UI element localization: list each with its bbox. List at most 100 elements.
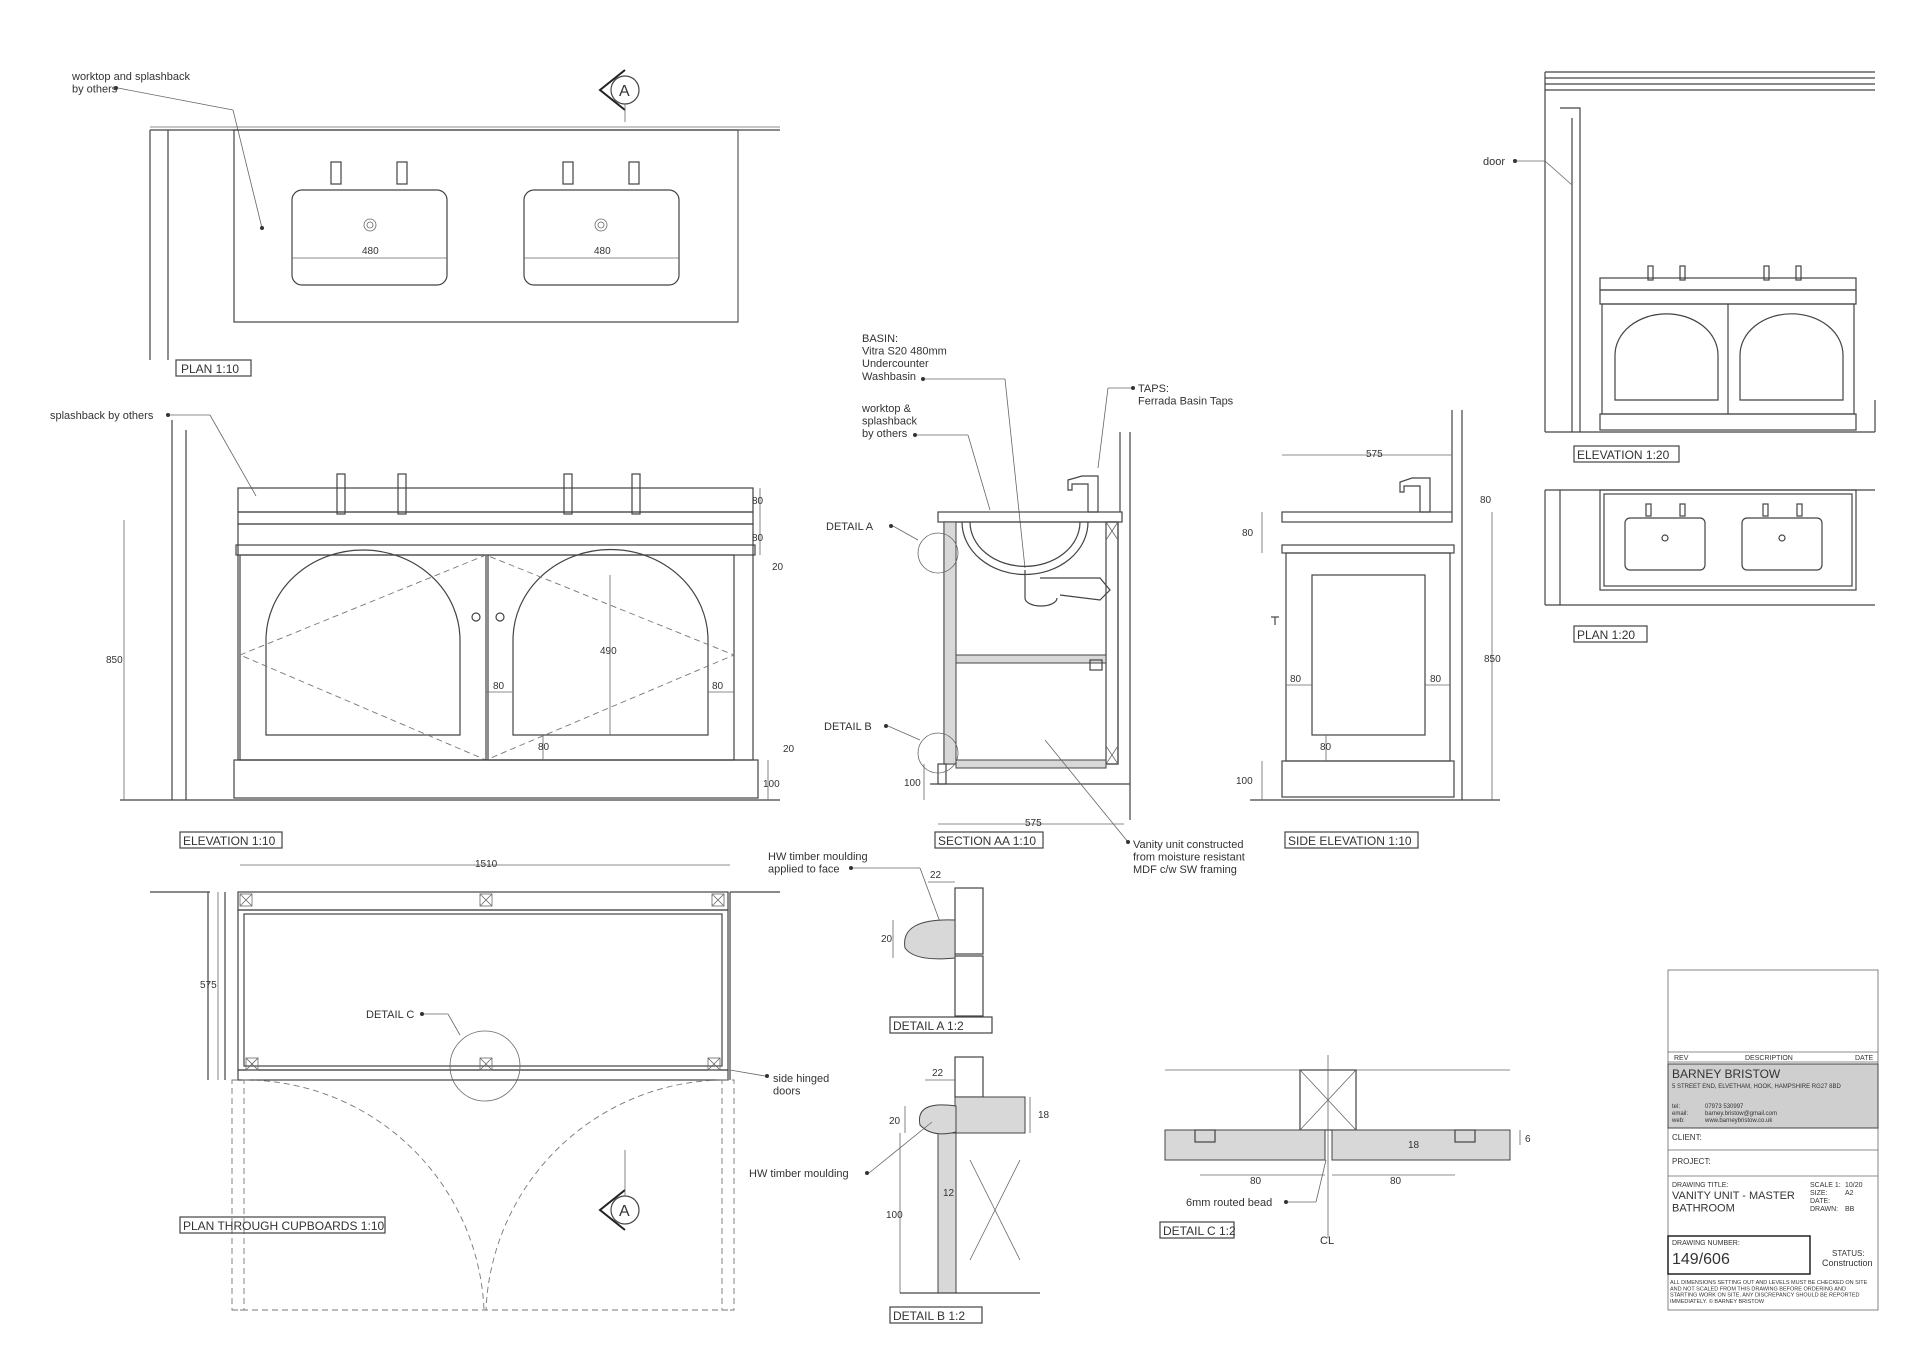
- title-block: REV DESCRIPTION DATE BARNEY BRISTOW 5 ST…: [1667, 969, 1879, 1311]
- detail-a-dim-22: 22: [930, 870, 942, 881]
- detail-c-dim-80-right: 80: [1390, 1176, 1402, 1187]
- tb-drawing-title-label: DRAWING TITLE:: [1672, 1182, 1728, 1189]
- elev-dim-80-top1: 80: [752, 496, 764, 507]
- door-note: door: [1483, 156, 1505, 168]
- detail-b-dim-100: 100: [886, 1210, 903, 1221]
- elevation-small-title: ELEVATION 1:20: [1577, 448, 1670, 462]
- elev-dim-80-left: 80: [493, 681, 505, 692]
- tb-size-label: SIZE:: [1810, 1190, 1828, 1197]
- detail-c-callout: DETAIL C: [366, 1009, 414, 1021]
- taps-note: TAPS:Ferrada Basin Taps: [1138, 383, 1234, 408]
- tb-project: PROJECT:: [1672, 1157, 1711, 1166]
- tb-date-header: DATE: [1855, 1055, 1873, 1062]
- tb-address: 5 STREET END, ELVETHAM, HOOK, HAMPSHIRE …: [1672, 1084, 1841, 1090]
- tb-web-label: web:: [1671, 1118, 1685, 1124]
- tb-date-label: DATE:: [1810, 1198, 1830, 1205]
- elev-dim-80-rail: 80: [538, 742, 550, 753]
- elevation-note: splashback by others: [50, 410, 154, 422]
- detail-c-cl: CL: [1320, 1235, 1334, 1247]
- detail-a-dim-20: 20: [881, 934, 893, 945]
- detail-a-callout: DETAIL A: [826, 521, 874, 533]
- tb-tel: 07973 530997: [1705, 1104, 1744, 1110]
- section-dim-100: 100: [904, 778, 921, 789]
- plan-small-view: PLAN 1:20: [1544, 489, 1875, 643]
- tb-rev: REV: [1674, 1055, 1689, 1062]
- tb-disclaimer: ALL DIMENSIONS SETTING OUT AND LEVELS MU…: [1670, 1280, 1868, 1305]
- section-marker-top: A: [598, 69, 640, 122]
- tb-drawn: BB: [1845, 1206, 1855, 1213]
- elev-dim-100: 100: [763, 779, 780, 790]
- plan-dim-480-right: 480: [594, 246, 611, 257]
- plan-small-title: PLAN 1:20: [1577, 628, 1635, 642]
- side-elevation-view: 575 80 80 850 80 80 80 100 SIDE ELEVATIO…: [1236, 410, 1501, 849]
- detail-a-title: DETAIL A 1:2: [893, 1019, 964, 1033]
- tb-number: 149/606: [1672, 1251, 1730, 1268]
- plan-cupboards-title: PLAN THROUGH CUPBOARDS 1:10: [183, 1219, 384, 1233]
- tb-email-label: email:: [1672, 1111, 1688, 1117]
- detail-b-note: HW timber moulding: [749, 1168, 849, 1180]
- cupboards-dim-575: 575: [200, 980, 217, 991]
- tb-drawn-label: DRAWN:: [1810, 1206, 1838, 1213]
- detail-c-dim-18: 18: [1408, 1140, 1420, 1151]
- detail-c-note: 6mm routed bead: [1186, 1197, 1272, 1209]
- tb-scale-label: SCALE 1:: [1810, 1182, 1841, 1189]
- tb-size: A2: [1845, 1190, 1854, 1197]
- detail-c-dim-6: 6: [1525, 1134, 1531, 1145]
- detail-c-view: 80 80 18 6 6mm routed bead CL DETAIL C 1…: [1159, 1055, 1531, 1247]
- section-dim-575: 575: [1025, 818, 1042, 829]
- plan-dim-480-left: 480: [362, 246, 379, 257]
- elev-dim-80-right: 80: [712, 681, 724, 692]
- detail-b-view: 18 22 20 12 100 HW timber moulding DETAI…: [749, 1056, 1050, 1324]
- tb-tel-label: tel:: [1672, 1104, 1680, 1110]
- tb-company: BARNEY BRISTOW: [1672, 1067, 1781, 1081]
- section-marker-label-bottom: A: [619, 1203, 630, 1220]
- tb-number-label: DRAWING NUMBER:: [1672, 1240, 1740, 1247]
- cupboards-dim-1510: 1510: [475, 859, 498, 870]
- elev-dim-850: 850: [106, 655, 123, 666]
- side-elevation-title: SIDE ELEVATION 1:10: [1288, 834, 1412, 848]
- side-dim-575: 575: [1366, 449, 1383, 460]
- section-marker-bottom: A: [598, 1150, 640, 1231]
- detail-b-callout: DETAIL B: [824, 721, 872, 733]
- tb-status: Construction: [1822, 1258, 1873, 1268]
- side-dim-80-right: 80: [1480, 495, 1492, 506]
- tb-status-label: STATUS:: [1832, 1249, 1865, 1258]
- tb-description: DESCRIPTION: [1745, 1055, 1793, 1062]
- detail-c-dim-80-left: 80: [1250, 1176, 1262, 1187]
- detail-b-dim-20: 20: [889, 1116, 901, 1127]
- tb-scale: 10/20: [1845, 1182, 1863, 1189]
- tb-client: CLIENT:: [1672, 1133, 1702, 1142]
- detail-b-dim-18: 18: [1038, 1110, 1050, 1121]
- side-dim-80-rail: 80: [1320, 742, 1332, 753]
- elevation-title: ELEVATION 1:10: [183, 834, 276, 848]
- detail-b-dim-12: 12: [943, 1188, 955, 1199]
- section-aa-title: SECTION AA 1:10: [938, 834, 1036, 848]
- tb-web: www.barneybristow.co.uk: [1704, 1118, 1773, 1124]
- elev-dim-490: 490: [600, 646, 617, 657]
- side-dim-80-stile-l: 80: [1290, 674, 1302, 685]
- elevation-small-view: door ELEVATION 1:20: [1483, 71, 1876, 463]
- side-dim-850: 850: [1484, 654, 1501, 665]
- plan-title: PLAN 1:10: [181, 362, 239, 376]
- elevation-view: splashback by others 850 490: [50, 410, 795, 849]
- detail-b-dim-22: 22: [932, 1068, 944, 1079]
- section-marker-label-top: A: [619, 83, 630, 100]
- side-dim-80-stile-r: 80: [1430, 674, 1442, 685]
- elev-dim-80-top2: 80: [752, 533, 764, 544]
- side-dim-80-top: 80: [1242, 528, 1254, 539]
- detail-c-title: DETAIL C 1:2: [1163, 1224, 1236, 1238]
- elev-dim-20-b: 20: [783, 744, 795, 755]
- detail-b-title: DETAIL B 1:2: [893, 1309, 965, 1323]
